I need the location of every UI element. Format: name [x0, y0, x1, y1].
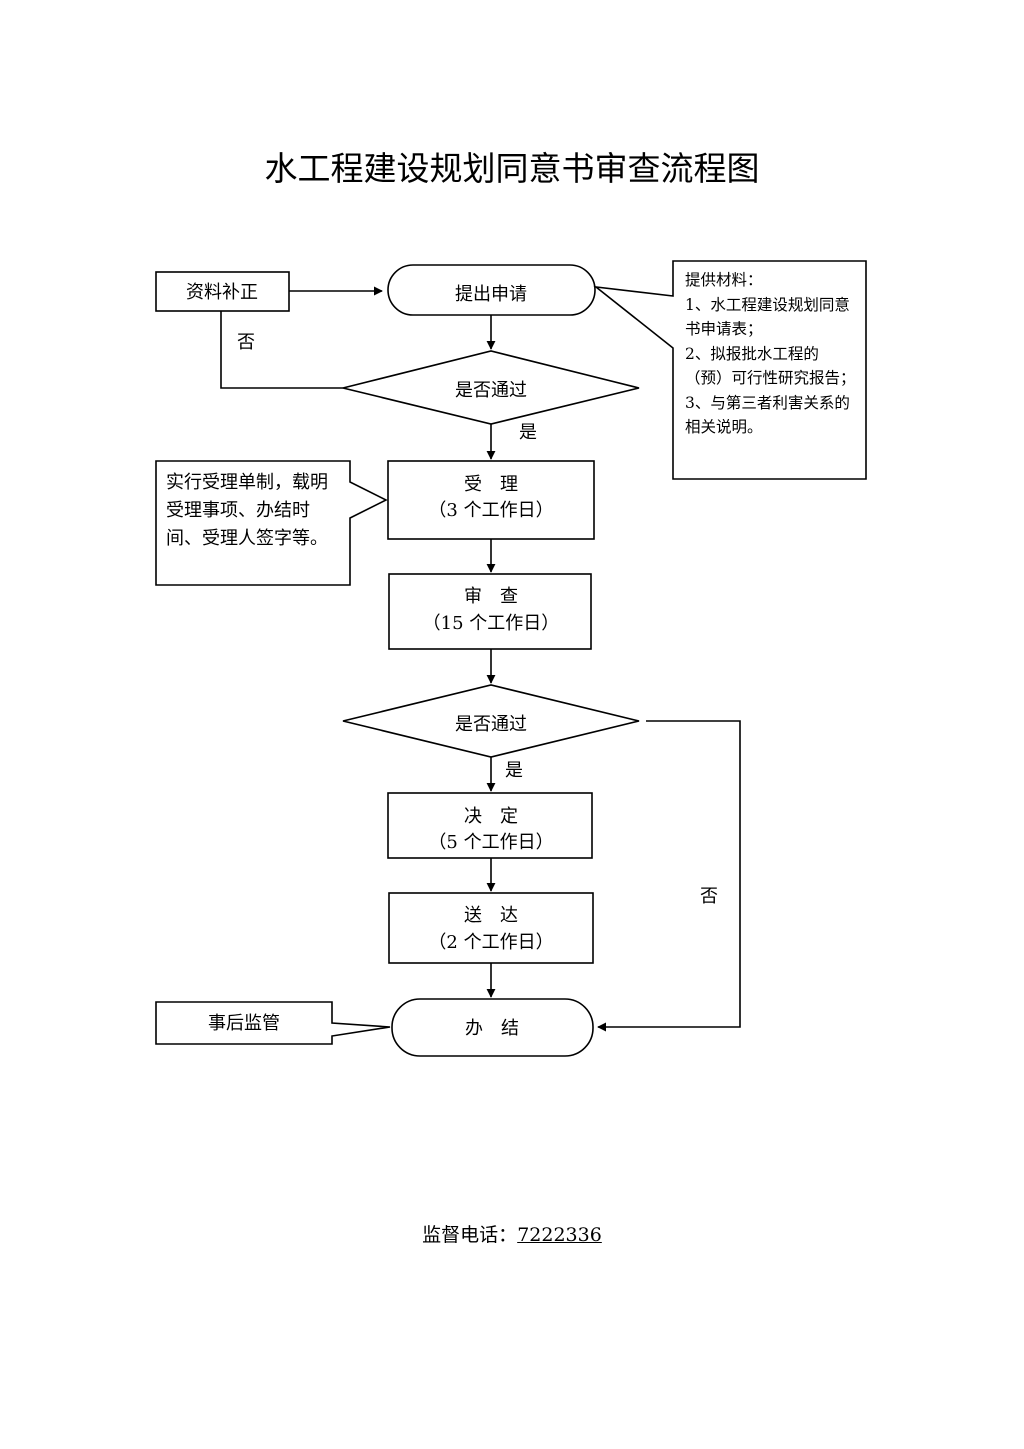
- review-days: （15 个工作日）: [423, 613, 560, 634]
- decision-2: [342, 684, 640, 758]
- supervise-callout: [155, 1001, 391, 1045]
- supervise-label: 事后监管: [208, 1013, 280, 1034]
- no-label-2: 否: [700, 886, 718, 907]
- accept-title: 受 理: [464, 474, 518, 495]
- check2-label: 是否通过: [455, 714, 527, 735]
- materials-title: 提供材料：: [685, 271, 763, 289]
- deliver-node: [388, 892, 594, 964]
- deliver-title: 送 达: [464, 905, 518, 926]
- materials-callout: [593, 260, 867, 480]
- supplement-box: [155, 271, 290, 312]
- materials-note: 提供材料： 1、水工程建设规划同意书申请表； 2、拟报批水工程的（预）可行性研究…: [685, 268, 857, 440]
- edge-check2-no: [597, 720, 741, 1032]
- check1-label: 是否通过: [455, 380, 527, 401]
- decide-node: [387, 792, 593, 859]
- apply-label: 提出申请: [455, 284, 527, 305]
- review-node: [388, 573, 592, 650]
- materials-item-3: 3、与第三者利害关系的相关说明。: [685, 393, 850, 437]
- review-title: 审 查: [464, 586, 518, 607]
- phone-label: 监督电话：: [422, 1224, 518, 1246]
- decide-days: （5 个工作日）: [428, 832, 553, 853]
- deliver-days: （2 个工作日）: [428, 932, 553, 953]
- accept-note-callout: [155, 460, 388, 586]
- materials-item-2: 2、拟报批水工程的（预）可行性研究报告；: [685, 344, 856, 388]
- decision-1: [342, 350, 640, 425]
- page-title: 水工程建设规划同意书审查流程图: [264, 149, 760, 188]
- yes-label-2: 是: [505, 760, 523, 781]
- edge-check1-no: [220, 311, 343, 389]
- supplement-label: 资料补正: [186, 282, 258, 303]
- accept-node: [387, 460, 595, 540]
- yes-label-1: 是: [519, 422, 537, 443]
- materials-item-1: 1、水工程建设规划同意书申请表；: [685, 295, 850, 339]
- phone-number: 7222336: [517, 1224, 602, 1246]
- accept-days: （3 个工作日）: [428, 500, 553, 521]
- accept-note: 实行受理单制，载明受理事项、办结时间、受理人签字等。: [166, 472, 328, 549]
- footer: 监督电话：7222336: [0, 1220, 1024, 1247]
- finish-node: [391, 998, 594, 1057]
- decide-title: 决 定: [464, 806, 518, 827]
- no-label-1: 否: [237, 332, 255, 353]
- finish-label: 办 结: [465, 1018, 519, 1039]
